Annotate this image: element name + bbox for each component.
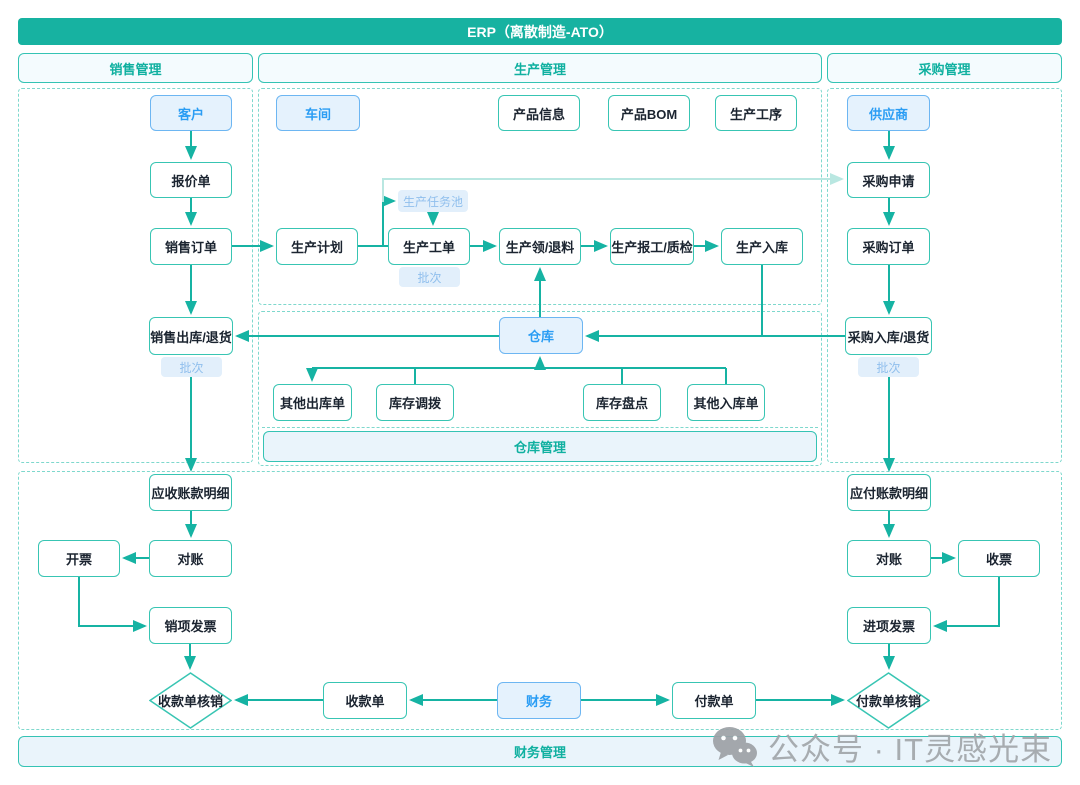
- lane-header-sales: 销售管理: [18, 53, 253, 83]
- lane-footer-finance: 财务管理: [18, 736, 1062, 767]
- node-receive-invoice: 收票: [958, 540, 1040, 577]
- node-product-bom: 产品BOM: [608, 95, 690, 131]
- node-sales-invoice: 销项发票: [149, 607, 232, 644]
- lane-purchase-container: [827, 88, 1062, 463]
- node-invoice-issue: 开票: [38, 540, 120, 577]
- node-input-invoice: 进项发票: [847, 607, 931, 644]
- node-payment: 付款单: [672, 682, 756, 719]
- diagram-title: ERP（离散制造-ATO）: [18, 18, 1062, 45]
- node-other-inbound: 其他入库单: [687, 384, 765, 421]
- node-reconcile-ar: 对账: [149, 540, 232, 577]
- node-workshop: 车间: [276, 95, 360, 131]
- lane-footer-warehouse: 仓库管理: [263, 431, 817, 462]
- lane-header-purchase: 采购管理: [827, 53, 1062, 83]
- node-finance-dept: 财务: [497, 682, 581, 719]
- node-work-order: 生产工单: [388, 228, 470, 265]
- node-stock-transfer: 库存调拨: [376, 384, 454, 421]
- lane-sales-container: [18, 88, 253, 463]
- node-customer: 客户: [150, 95, 232, 131]
- node-prod-inbound: 生产入库: [721, 228, 803, 265]
- node-receipt: 收款单: [323, 682, 407, 719]
- node-prod-plan: 生产计划: [276, 228, 358, 265]
- watermark-text: 公众号 · IT灵感光束: [768, 732, 1053, 767]
- node-payment-writeoff: 付款单核销: [847, 672, 930, 729]
- node-material-issue: 生产领/退料: [499, 228, 581, 265]
- node-ar-detail: 应收账款明细: [149, 474, 232, 511]
- node-purchase-request: 采购申请: [847, 162, 930, 198]
- node-sales-outbound: 销售出库/退货: [149, 317, 233, 355]
- node-payment-writeoff-label: 付款单核销: [855, 694, 921, 709]
- tag-batch-purchase: 批次: [858, 357, 919, 377]
- node-report-qc: 生产报工/质检: [610, 228, 694, 265]
- watermark: 公众号 · IT灵感光束: [712, 724, 1052, 769]
- tag-batch-work-order: 批次: [399, 267, 460, 287]
- node-stock-count: 库存盘点: [583, 384, 661, 421]
- node-quote: 报价单: [150, 162, 232, 198]
- warehouse-divider: [262, 427, 818, 428]
- node-purchase-inbound: 采购入库/退货: [845, 317, 932, 355]
- tag-task-pool: 生产任务池: [398, 190, 468, 212]
- node-process-route: 生产工序: [715, 95, 797, 131]
- node-supplier: 供应商: [847, 95, 930, 131]
- lane-header-production: 生产管理: [258, 53, 822, 83]
- node-warehouse: 仓库: [499, 317, 583, 354]
- node-receipt-writeoff-label: 收款单核销: [157, 694, 223, 709]
- node-purchase-order: 采购订单: [847, 228, 930, 265]
- node-product-info: 产品信息: [498, 95, 580, 131]
- tag-batch-sales: 批次: [161, 357, 222, 377]
- lane-finance-container: [18, 471, 1062, 730]
- node-receipt-writeoff: 收款单核销: [149, 672, 232, 729]
- node-ap-detail: 应付账款明细: [847, 474, 931, 511]
- node-reconcile-ap: 对账: [847, 540, 931, 577]
- node-other-outbound: 其他出库单: [273, 384, 352, 421]
- node-sales-order: 销售订单: [150, 228, 232, 265]
- wechat-icon: [713, 726, 757, 767]
